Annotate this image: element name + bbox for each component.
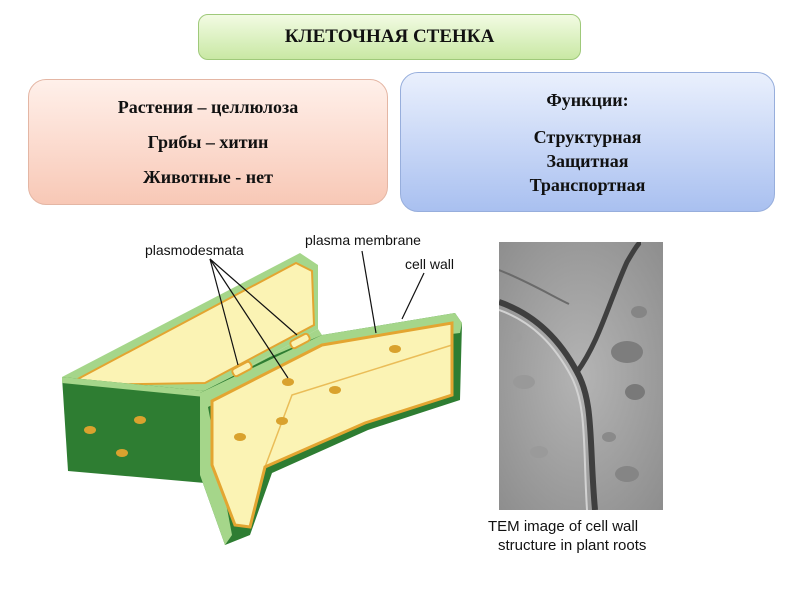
- composition-plants: Растения – целлюлоза: [117, 96, 299, 117]
- label-cell-wall: cell wall: [405, 256, 455, 272]
- pit: [282, 378, 294, 386]
- function-item: Защитная: [546, 151, 629, 171]
- label-plasma-membrane: plasma membrane: [305, 232, 421, 248]
- composition-box: Растения – целлюлоза Грибы – хитин Живот…: [28, 79, 388, 205]
- pit: [329, 386, 341, 394]
- plasmodesma-channel: [231, 360, 253, 378]
- right-cell-interior: [210, 321, 454, 529]
- leader-line: [209, 258, 289, 379]
- leader-line: [401, 272, 425, 320]
- leader-line: [361, 250, 377, 334]
- tem-caption-line1: TEM image of cell wall: [488, 518, 639, 535]
- right-cell-wall-edge: [200, 313, 462, 545]
- cell-wall-diagram: [62, 250, 462, 545]
- functions-heading: Функции:: [546, 90, 629, 110]
- slide-title: КЛЕТОЧНАЯ СТЕНКА: [284, 26, 495, 47]
- tem-image: [499, 242, 663, 510]
- plasmodesma-channel: [289, 332, 311, 350]
- pit: [116, 449, 128, 457]
- left-cell-front-face: [62, 377, 205, 483]
- function-item: Структурная: [533, 127, 642, 147]
- functions-box: Функции: Структурная Защитная Транспортн…: [400, 72, 775, 212]
- fold-line: [264, 344, 453, 468]
- pit: [234, 433, 246, 441]
- leader-line: [209, 258, 239, 366]
- left-cell-front-edge: [62, 377, 205, 397]
- pit: [84, 426, 96, 434]
- leader-line: [209, 258, 298, 336]
- tem-caption-line2: structure in plant roots: [498, 537, 647, 554]
- composition-animals: Животные - нет: [143, 166, 273, 187]
- pit: [134, 416, 146, 424]
- pit: [389, 345, 401, 353]
- function-item: Транспортная: [529, 175, 646, 195]
- composition-fungi: Грибы – хитин: [147, 131, 269, 152]
- tem-micrograph: [499, 242, 663, 510]
- title-box: КЛЕТОЧНАЯ СТЕНКА: [198, 14, 581, 60]
- label-plasmodesmata: plasmodesmata: [145, 242, 244, 258]
- pit: [276, 417, 288, 425]
- tem-caption: TEM image of cell wall structure in plan…: [488, 517, 688, 555]
